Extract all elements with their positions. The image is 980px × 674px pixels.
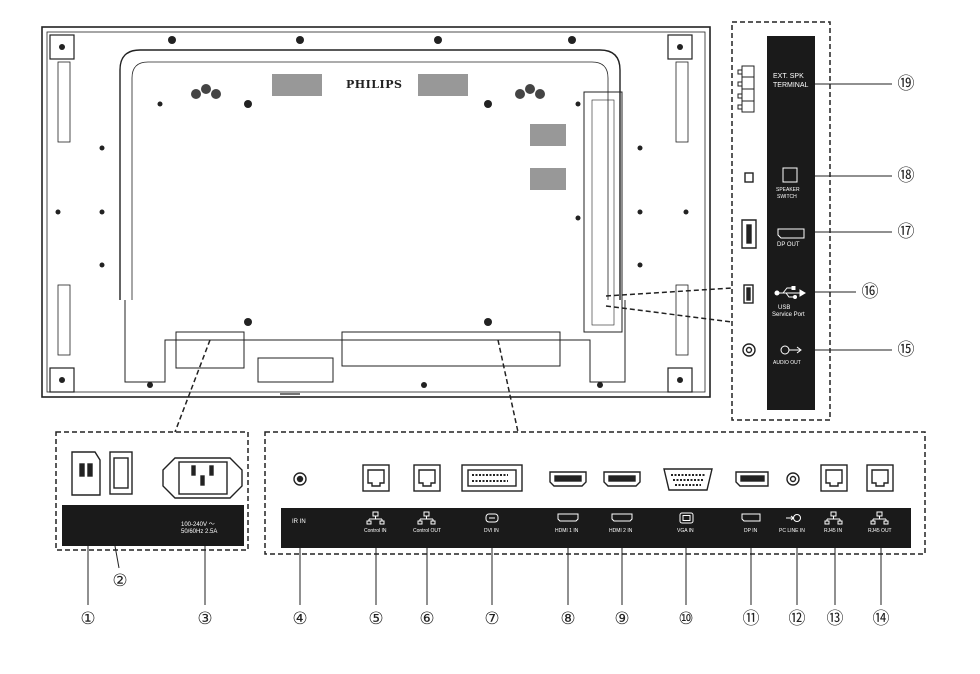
- label-ext-spk-1: EXT. SPK: [773, 73, 804, 80]
- label-speaker-switch-1: SPEAKER: [776, 187, 800, 193]
- label-dp-out: DP OUT: [777, 242, 800, 248]
- callout-5: ⑤: [368, 609, 383, 629]
- label-rj45-in: RJ45 IN: [824, 528, 842, 534]
- bottom-ports-panel: IR IN Control IN Control OUT DVI IN HDMI…: [264, 431, 926, 605]
- monitor-back: [41, 26, 711, 398]
- ac-inlet-icon: [162, 457, 243, 499]
- dp-in-port: [735, 471, 769, 487]
- audio-out-icon: [780, 345, 802, 355]
- ir-in-port: [293, 472, 307, 486]
- label-usb-1: USB: [778, 305, 790, 311]
- side-ports-panel: EXT. SPK TERMINAL SPEAKER SWITCH DP OUT …: [731, 21, 892, 421]
- vent-grilles: [191, 74, 566, 190]
- hdmi1-in-port: [549, 471, 587, 487]
- callout-11: ⑪: [743, 609, 760, 629]
- hdmi2-in-port: [603, 471, 641, 487]
- callout-10: ⑩: [678, 609, 693, 629]
- label-ext-spk-2: TERMINAL: [773, 82, 809, 89]
- callout-17: ⑰: [898, 222, 915, 242]
- speaker-switch-icon: [782, 167, 798, 183]
- usb-icon: [774, 286, 806, 299]
- hdmi-icon: [557, 513, 579, 522]
- network-icon: [417, 511, 436, 525]
- power-inlet-icon: [71, 451, 101, 496]
- network-icon: [824, 511, 843, 525]
- callout-18: ⑱: [898, 166, 915, 186]
- callout-8: ⑧: [560, 609, 575, 629]
- callout-9: ⑨: [614, 609, 629, 629]
- control-in-port: [362, 464, 390, 492]
- power-switch-icon: [109, 451, 133, 495]
- label-dp-in: DP IN: [744, 528, 758, 534]
- callout-19: ⑲: [898, 74, 915, 94]
- rj45-out-port: [866, 464, 894, 492]
- pc-line-in-port: [786, 472, 800, 486]
- control-out-port: [413, 464, 441, 492]
- speaker-terminal-icon: [737, 65, 755, 113]
- power-panel: 100-240V ～ 50/60Hz 2.5A: [55, 431, 249, 605]
- callout-12: ⑫: [789, 609, 806, 629]
- label-audio-out: AUDIO OUT: [773, 360, 801, 366]
- callout-3: ③: [197, 609, 212, 629]
- hdmi-icon: [611, 513, 633, 522]
- dvi-icon: [485, 513, 499, 523]
- label-speaker-switch-2: SWITCH: [777, 194, 797, 200]
- displayport-icon: [777, 228, 805, 239]
- label-pc-line-in: PC LINE IN: [779, 528, 805, 534]
- label-vga-in: VGA IN: [677, 528, 694, 534]
- callout-13: ⑬: [827, 609, 844, 629]
- power-rating-line1: 100-240V ～: [181, 522, 215, 528]
- mount-screws: [55, 36, 689, 388]
- callout-2: ②: [112, 571, 127, 591]
- rj45-in-port: [820, 464, 848, 492]
- leader-lines: [174, 287, 733, 433]
- label-control-out: Control OUT: [413, 528, 441, 534]
- power-rating-line2: 50/60Hz 2.5A: [181, 529, 217, 535]
- label-hdmi2-in: HDMI 2 IN: [609, 528, 633, 534]
- network-icon: [870, 511, 889, 525]
- vga-icon: [679, 512, 694, 524]
- callout-7: ⑦: [484, 609, 499, 629]
- side-strip-icons: [774, 167, 806, 355]
- callout-numbers: ① ② ③ ④ ⑤ ⑥ ⑦ ⑧ ⑨ ⑩ ⑪ ⑫ ⑬ ⑭ ⑮ ⑯ ⑰ ⑱ ⑲: [80, 74, 914, 629]
- dp-out-port: [741, 219, 757, 249]
- callout-6: ⑥: [419, 609, 434, 629]
- label-hdmi1-in: HDMI 1 IN: [555, 528, 579, 534]
- vga-in-port: [663, 468, 713, 491]
- usb-port: [743, 284, 754, 304]
- dvi-in-port: [461, 464, 523, 492]
- label-rj45-out: RJ45 OUT: [868, 528, 892, 534]
- callout-16: ⑯: [862, 282, 879, 302]
- network-icon: [366, 511, 385, 525]
- callout-14: ⑭: [873, 609, 890, 629]
- callout-1: ①: [80, 609, 95, 629]
- label-ir-in: IR IN: [292, 519, 306, 525]
- line-in-icon: [786, 514, 801, 522]
- label-dvi-in: DVI IN: [484, 528, 499, 534]
- label-control-in: Control IN: [364, 528, 387, 534]
- audio-out-port: [742, 343, 756, 357]
- callout-15: ⑮: [898, 340, 915, 360]
- strip-icons: [366, 511, 889, 525]
- brand-logo: PHILIPS: [346, 78, 402, 91]
- displayport-icon: [741, 513, 761, 522]
- speaker-switch-port: [744, 172, 754, 183]
- label-usb-2: Service Port: [772, 312, 805, 318]
- callout-4: ④: [292, 609, 307, 629]
